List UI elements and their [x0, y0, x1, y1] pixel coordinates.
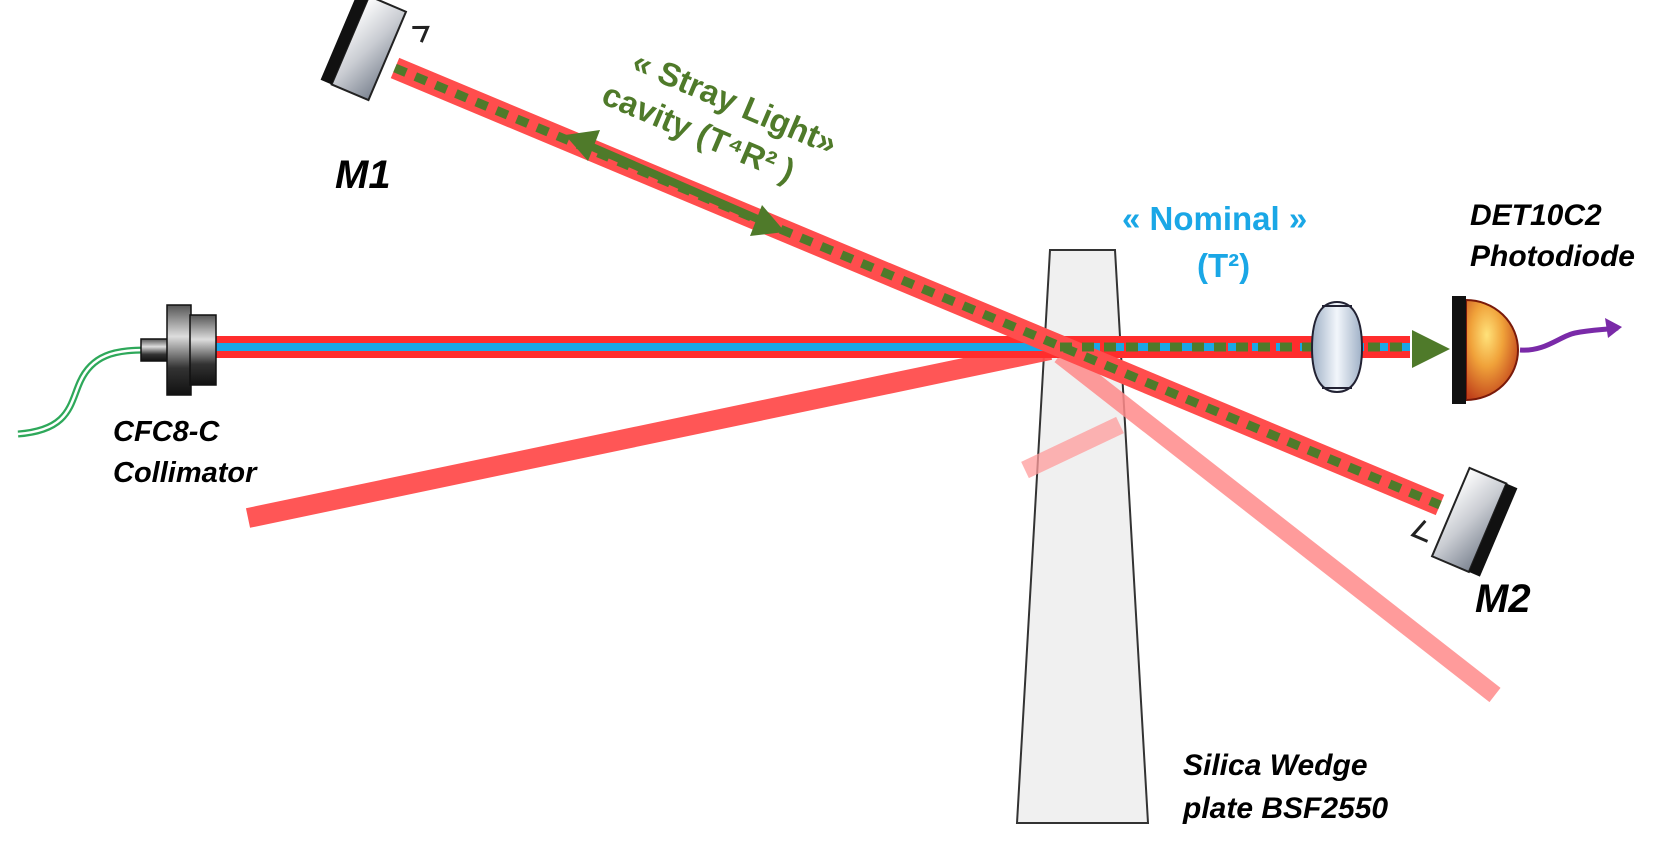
stray-cavity-arrowhead-right	[750, 205, 785, 236]
fiber-icon	[17, 346, 146, 438]
label-m2: M2	[1475, 577, 1531, 621]
photodiode-icon	[1452, 296, 1622, 404]
reflected-beam-left	[245, 340, 1053, 528]
label-nominal-line2: (T²)	[1197, 247, 1250, 284]
output-arrowhead	[1412, 330, 1450, 368]
mirror-m2-icon	[1410, 466, 1518, 577]
label-nominal-line1: « Nominal »	[1122, 200, 1307, 237]
reflected-beam-lower	[1054, 347, 1501, 703]
label-collimator-line2: Collimator	[113, 457, 258, 489]
reflected-beam-small	[1021, 416, 1124, 479]
collimator-icon	[140, 304, 217, 396]
label-wedge-line2: plate BSF2550	[1182, 792, 1388, 825]
mirror-m1-icon	[320, 0, 430, 102]
cavity-beam	[390, 57, 1445, 516]
stray-cavity-arrowhead-left	[565, 130, 600, 161]
lens-icon	[1310, 300, 1364, 394]
label-collimator-line1: CFC8-C	[113, 416, 220, 448]
label-wedge-line1: Silica Wedge	[1183, 749, 1368, 782]
label-photodiode-line1: DET10C2	[1470, 199, 1602, 232]
label-m1: M1	[335, 153, 391, 197]
label-photodiode-line2: Photodiode	[1470, 240, 1635, 273]
stray-cavity-arrow	[588, 142, 762, 224]
